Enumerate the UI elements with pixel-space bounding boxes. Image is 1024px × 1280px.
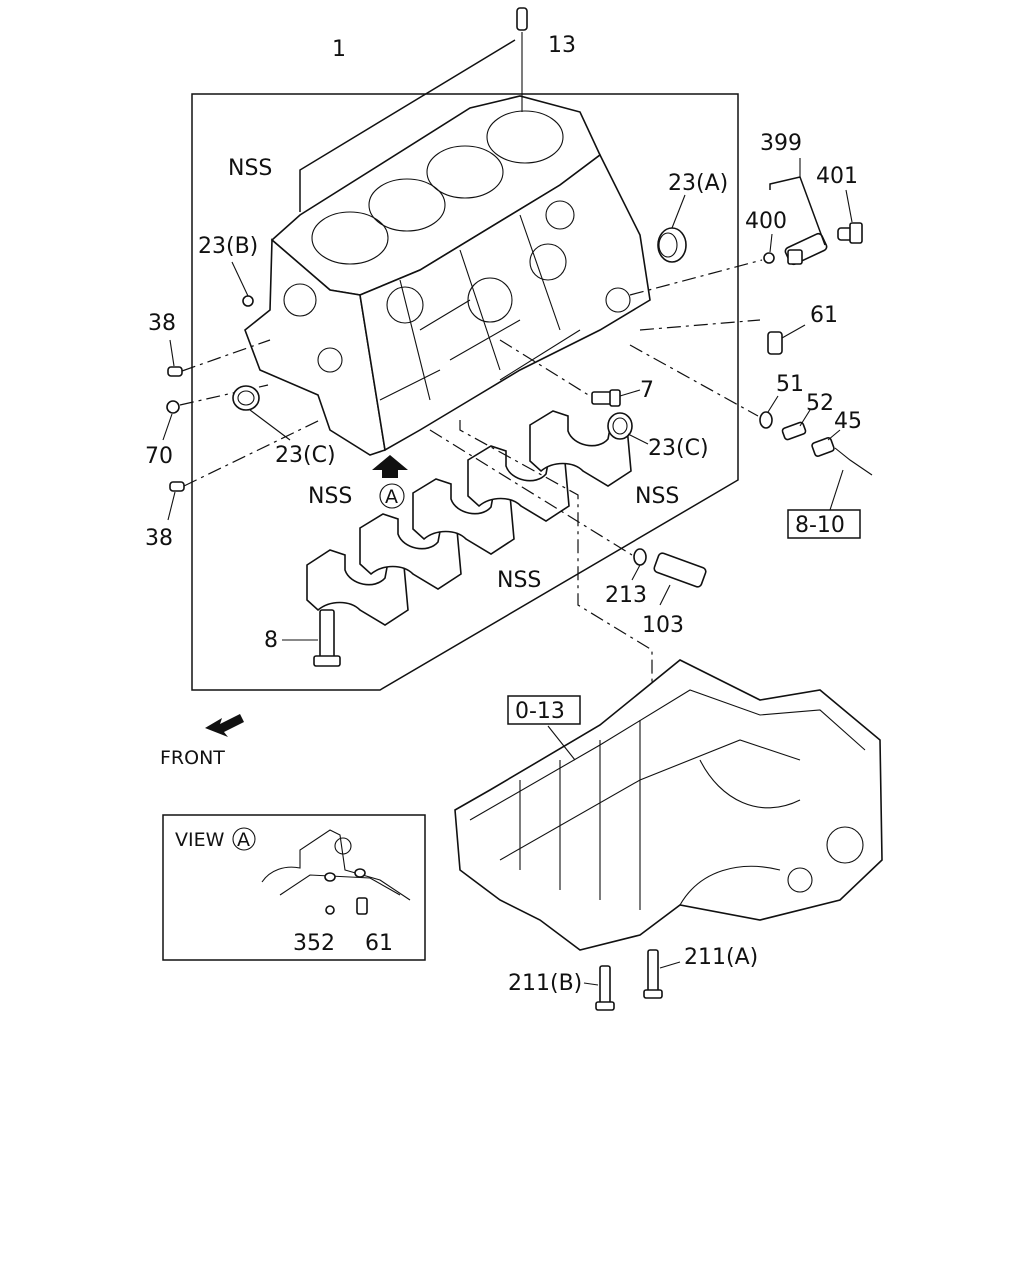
view-a-arrow-icon [372,455,408,478]
pin-70-icon [166,400,180,414]
nozzle-103-icon [653,552,707,588]
pin-13-icon [516,7,528,31]
label-8: 8 [264,628,278,653]
ref-0-13-box [507,695,581,725]
bolt-211b-icon [595,965,615,1011]
label-52: 52 [806,391,834,416]
oil-pan [454,659,883,951]
label-70: 70 [145,444,173,469]
plug-23b-icon [242,295,254,307]
cylinder-block [244,95,651,456]
sensor-45-icon [811,437,873,476]
label-nss-top: NSS [228,156,272,181]
label-399: 399 [760,131,802,156]
label-ref-0-13: 0-13 [515,699,565,724]
view-a-box [162,814,426,961]
washer-51-icon [759,411,773,429]
view-a-marker-circle [379,483,405,509]
label-ref-8-10: 8-10 [795,513,845,538]
bolt-8-icon [313,609,341,667]
main-bearing-caps [306,410,632,626]
label-23a: 23(A) [668,171,728,196]
label-23b: 23(B) [198,234,258,259]
oring-400-icon [763,252,775,264]
label-nss-caps-right: NSS [635,484,679,509]
pin-38-upper-icon [167,366,183,377]
front-arrow-icon [205,714,244,737]
seal-23a-icon [657,227,687,263]
label-352: 352 [293,931,335,956]
label-view-a-marker: A [385,486,398,508]
pin-38-lower-icon [169,481,185,492]
label-103: 103 [642,613,684,638]
label-211a: 211(A) [684,945,758,970]
block-frame [191,93,739,691]
label-61: 61 [810,303,838,328]
view-a-title-circle [232,827,256,851]
label-nss-caps-mid: NSS [497,568,541,593]
label-pin-13: 13 [548,33,576,58]
label-view-a-circle: A [237,829,250,851]
label-7: 7 [640,378,654,403]
seal-23c-right-icon [607,412,633,440]
sensor-52-icon [781,421,807,441]
label-front: FRONT [160,747,225,769]
bolt-211a-icon [643,949,663,999]
label-38-lower: 38 [145,526,173,551]
label-401: 401 [816,164,858,189]
label-211b: 211(B) [508,971,582,996]
label-38-upper: 38 [148,311,176,336]
label-61-view: 61 [365,931,393,956]
label-nss-caps-left: NSS [308,484,352,509]
label-23c-left: 23(C) [275,443,336,468]
label-block: 1 [332,37,346,62]
bolt-401-icon [837,222,863,244]
label-51: 51 [776,372,804,397]
bolt-7-icon [591,389,621,407]
washer-213-icon [633,548,647,566]
seal-23c-left-icon [232,385,260,411]
sensor-399-icon [784,232,828,266]
label-view-a-title: VIEW [175,829,225,851]
ref-8-10-box [787,509,861,539]
label-213: 213 [605,583,647,608]
label-45: 45 [834,409,862,434]
label-400: 400 [745,209,787,234]
label-23c-right: 23(C) [648,436,709,461]
view-a-detail [261,829,411,915]
dowel-61-icon [767,331,783,355]
